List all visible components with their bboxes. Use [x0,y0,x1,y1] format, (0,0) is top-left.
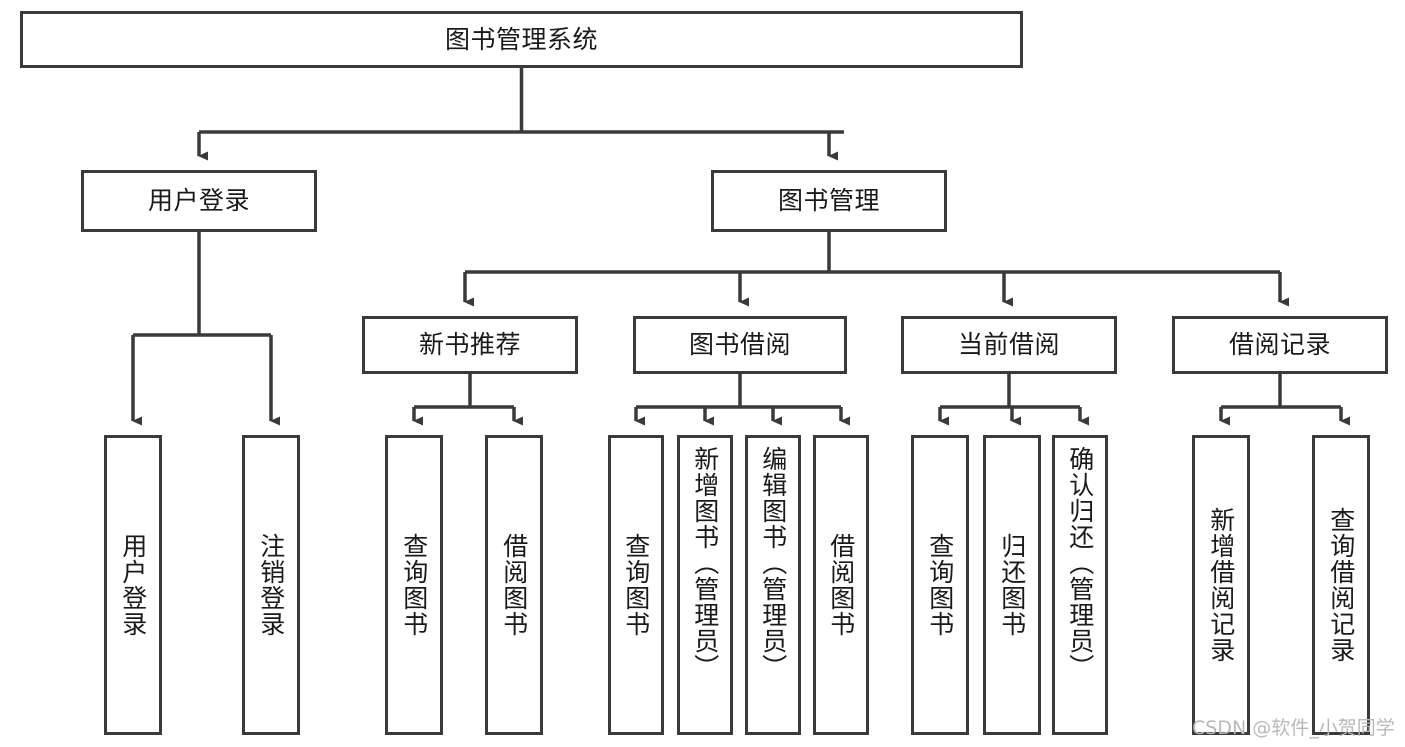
node-leaf-query-book-2-label: 查询图书 [621,533,651,637]
node-book-borrow-label: 图书借阅 [688,330,791,360]
node-leaf-query-borrow-record-label: 查询借阅记录 [1326,507,1356,663]
node-book-manage[interactable]: 图书管理 [711,170,947,232]
node-leaf-query-book-1[interactable]: 查询图书 [385,435,443,735]
node-book-manage-label: 图书管理 [777,186,880,216]
node-leaf-query-book-1-label: 查询图书 [399,533,429,637]
node-leaf-user-logout-label: 注销登录 [256,533,286,637]
node-leaf-query-borrow-record[interactable]: 查询借阅记录 [1312,435,1370,735]
node-leaf-add-borrow-record[interactable]: 新增借阅记录 [1192,435,1250,735]
node-leaf-user-login-label: 用户登录 [118,533,148,637]
node-leaf-query-book-3-label: 查询图书 [925,533,955,637]
node-user-login[interactable]: 用户登录 [81,170,317,232]
node-borrow-record[interactable]: 借阅记录 [1172,316,1388,374]
node-book-borrow[interactable]: 图书借阅 [633,316,847,374]
node-root[interactable]: 图书管理系统 [20,11,1023,68]
node-leaf-return-book-label: 归还图书 [997,533,1027,637]
node-current-borrow-label: 当前借阅 [957,330,1060,360]
node-current-borrow[interactable]: 当前借阅 [901,316,1117,374]
node-leaf-add-book-admin-label: 新增图书（管理员） [690,446,720,680]
csdn-watermark: CSDN @软件_小贺同学 [1192,717,1395,739]
node-leaf-borrow-book-1-label: 借阅图书 [499,533,529,637]
node-leaf-return-book[interactable]: 归还图书 [983,435,1041,735]
node-leaf-user-login[interactable]: 用户登录 [104,435,162,735]
node-leaf-edit-book-admin-label: 编辑图书（管理员） [758,446,788,680]
node-leaf-confirm-return-label: 确认归还（管理员） [1065,446,1095,680]
node-leaf-user-logout[interactable]: 注销登录 [242,435,300,735]
node-new-book-recommend-label: 新书推荐 [418,330,521,360]
node-leaf-borrow-book-1[interactable]: 借阅图书 [485,435,543,735]
node-leaf-add-book-admin[interactable]: 新增图书（管理员） [677,435,733,735]
node-borrow-record-label: 借阅记录 [1228,330,1331,360]
node-leaf-add-borrow-record-label: 新增借阅记录 [1206,507,1236,663]
node-leaf-borrow-book-2[interactable]: 借阅图书 [813,435,869,735]
node-leaf-borrow-book-2-label: 借阅图书 [826,533,856,637]
node-leaf-confirm-return[interactable]: 确认归还（管理员） [1052,435,1108,735]
node-new-book-recommend[interactable]: 新书推荐 [362,316,578,374]
node-user-login-label: 用户登录 [147,186,250,216]
node-leaf-edit-book-admin[interactable]: 编辑图书（管理员） [745,435,801,735]
node-leaf-query-book-3[interactable]: 查询图书 [911,435,969,735]
node-root-label: 图书管理系统 [444,24,598,54]
node-leaf-query-book-2[interactable]: 查询图书 [608,435,664,735]
